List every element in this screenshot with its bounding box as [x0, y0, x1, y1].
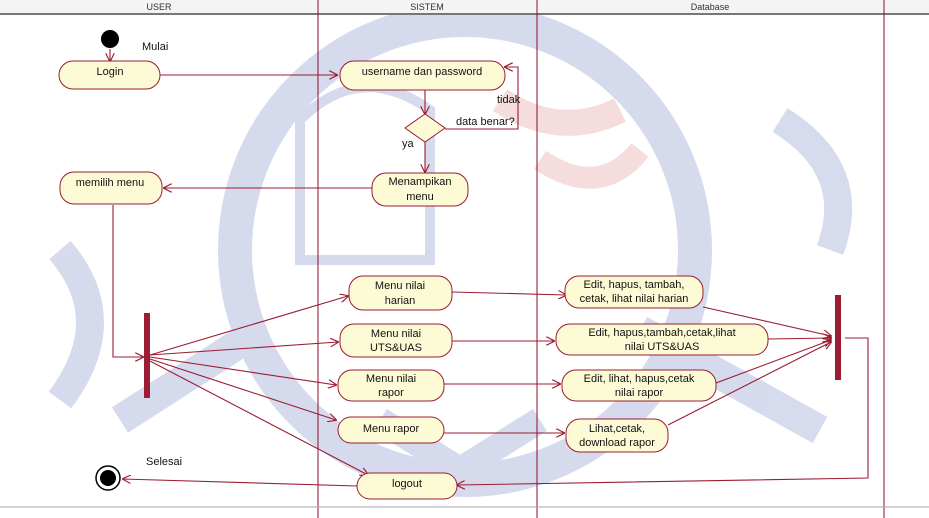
- node-menampilkan-line2: menu: [406, 191, 434, 203]
- start-label: Mulai: [142, 41, 168, 53]
- edge-dbharian-join: [702, 306, 831, 336]
- node-db-lihat: Lihat,cetak, download rapor: [565, 418, 669, 453]
- node-memilih-menu: memilih menu: [59, 171, 163, 205]
- edge-dbuts-join: [767, 338, 831, 339]
- node-logout: logout: [356, 472, 458, 500]
- node-db-lihat-line2: download rapor: [579, 437, 655, 449]
- edge-fork-menurapor: [149, 358, 336, 420]
- node-menu-uts: Menu nilai UTS&UAS: [339, 323, 453, 358]
- fork-bar: [144, 313, 150, 398]
- node-logout-text: logout: [392, 478, 422, 490]
- edge-dbrapor-join: [715, 340, 831, 384]
- node-menampilkan-menu: Menampikan menu: [371, 172, 469, 207]
- edge-fork-harian: [149, 296, 348, 356]
- edge-decision-tidak: [445, 67, 519, 130]
- node-db-rapor-line2: nilai rapor: [615, 387, 664, 399]
- edge-fork-rapor: [149, 356, 336, 385]
- node-db-harian-line2: cetak, lihat nilai harian: [580, 293, 689, 305]
- lane-title-user: USER: [146, 2, 172, 12]
- node-db-lihat-line1: Lihat,cetak,: [589, 423, 645, 435]
- node-uts-line1: Menu nilai: [371, 328, 421, 340]
- end-label: Selesai: [146, 456, 182, 468]
- node-db-uts: Edit, hapus,tambah,cetak,lihat nilai UTS…: [555, 323, 769, 356]
- node-login-text: Login: [97, 66, 124, 78]
- decision-diamond: [404, 113, 446, 143]
- edge-fork-uts: [149, 342, 338, 356]
- edge-fork-logout: [149, 360, 368, 475]
- node-login: Login: [58, 60, 161, 90]
- edge-dblihat-join: [667, 342, 831, 426]
- node-menu-rapor: Menu nilai rapor: [337, 369, 445, 402]
- node-db-harian-line1: Edit, hapus, tambah,: [584, 279, 685, 291]
- decision-question: data benar?: [456, 116, 515, 128]
- node-uts-line2: UTS&UAS: [370, 342, 422, 354]
- node-db-uts-line1: Edit, hapus,tambah,cetak,lihat: [588, 327, 735, 339]
- node-rapor-line2: rapor: [378, 387, 404, 399]
- node-db-rapor: Edit, lihat, hapus,cetak nilai rapor: [561, 369, 717, 402]
- node-db-harian: Edit, hapus, tambah, cetak, lihat nilai …: [564, 275, 704, 309]
- node-menu-harian: Menu nilai harian: [348, 275, 453, 311]
- node-menurapor-text: Menu rapor: [363, 423, 420, 435]
- node-userpass-text: username dan password: [362, 66, 482, 78]
- node-menampilkan-line1: Menampikan: [389, 176, 452, 188]
- decision-no-label: tidak: [497, 94, 521, 106]
- node-db-rapor-line1: Edit, lihat, hapus,cetak: [584, 373, 695, 385]
- node-menu-rapor-single: Menu rapor: [337, 416, 445, 444]
- node-userpass: username dan password: [339, 60, 506, 91]
- edge-memilih-fork: [112, 205, 143, 357]
- node-harian-line1: Menu nilai: [375, 280, 425, 292]
- lane-title-database: Database: [691, 2, 730, 12]
- start-node: [101, 30, 119, 48]
- node-db-uts-line2: nilai UTS&UAS: [625, 341, 700, 353]
- edge-logout-end: [123, 479, 358, 487]
- edge-harian-db: [451, 292, 566, 295]
- end-node: [95, 465, 121, 491]
- edge-join-logout: [457, 337, 869, 485]
- lane-title-sistem: SISTEM: [410, 2, 444, 12]
- decision-yes-label: ya: [402, 138, 415, 150]
- node-rapor-line1: Menu nilai: [366, 373, 416, 385]
- node-memilih-text: memilih menu: [76, 177, 144, 189]
- join-bar: [835, 295, 841, 380]
- edges: [110, 49, 869, 487]
- node-harian-line2: harian: [385, 295, 416, 307]
